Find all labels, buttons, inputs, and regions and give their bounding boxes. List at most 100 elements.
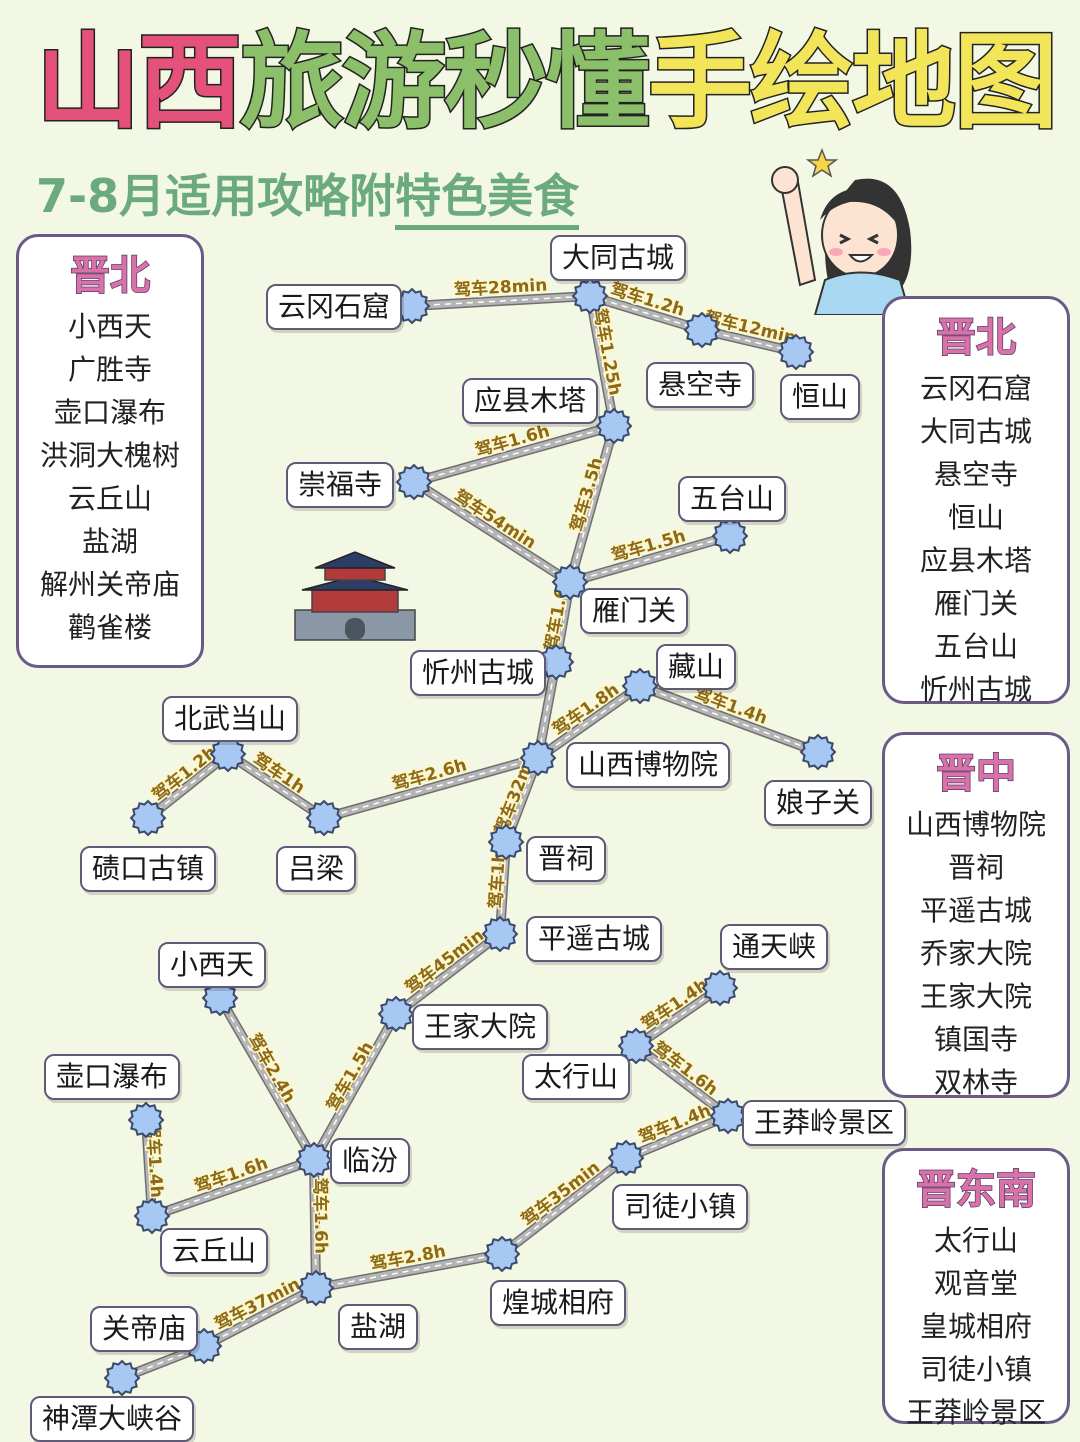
- legend-title: 晋北: [935, 314, 1017, 362]
- place-label-wangmang[interactable]: 王莽岭景区: [742, 1100, 907, 1146]
- subtitle: 7-8月适用攻略附特色美食: [36, 160, 580, 230]
- node-yanhu[interactable]: [297, 1269, 335, 1307]
- legend-item: 鹳雀楼: [67, 611, 152, 644]
- node-yunqiu[interactable]: [133, 1197, 171, 1235]
- route-museum-lvliang: [319, 753, 543, 823]
- place-label-pingyao[interactable]: 平遥古城: [526, 916, 663, 962]
- place-label-guandi[interactable]: 关帝庙: [90, 1306, 199, 1352]
- place-label-xinzhou[interactable]: 忻州古城: [410, 650, 547, 696]
- place-label-situ[interactable]: 司徒小镇: [612, 1184, 749, 1230]
- place-label-xiaoxitian[interactable]: 小西天: [158, 942, 267, 988]
- node-qikou[interactable]: [129, 799, 167, 837]
- place-label-linfen[interactable]: 临汾: [330, 1138, 411, 1184]
- node-cangshan[interactable]: [621, 667, 659, 705]
- legend-title: 晋东南: [915, 1166, 1037, 1214]
- node-yingxian[interactable]: [595, 407, 633, 445]
- node-niangzi[interactable]: [799, 733, 837, 771]
- route-taihang-wangmang: [631, 1041, 733, 1121]
- node-linfen[interactable]: [295, 1141, 333, 1179]
- place-label-hengshan[interactable]: 恒山: [780, 374, 861, 420]
- place-label-huangcheng[interactable]: 煌城相府: [490, 1280, 627, 1326]
- node-taihang[interactable]: [617, 1027, 655, 1065]
- title-part-map: 手绘地图: [647, 21, 1060, 144]
- route-xuankong-hengshan: [697, 325, 801, 357]
- place-label-yingxian[interactable]: 应县木塔: [462, 378, 599, 424]
- route-yanhu-guandi: [199, 1283, 321, 1351]
- route-museum-cangshan: [533, 681, 645, 763]
- legend-item: 王莽岭景区: [905, 1396, 1046, 1429]
- temple-illustration: [294, 551, 416, 641]
- route-xiaoxitian-linfen: [215, 993, 319, 1165]
- node-datong[interactable]: [571, 277, 609, 315]
- place-label-qikou[interactable]: 碛口古镇: [80, 846, 217, 892]
- place-label-yanhu[interactable]: 盐湖: [338, 1304, 419, 1350]
- legend-jinzhong: 晋中 山西博物院 晋祠 平遥古城 乔家大院 王家大院 镇国寺 双林寺: [882, 732, 1070, 1099]
- node-jinci[interactable]: [487, 823, 525, 861]
- place-label-beiwudang[interactable]: 北武当山: [162, 696, 299, 742]
- place-label-datong[interactable]: 大同古城: [550, 235, 687, 281]
- node-lvliang[interactable]: [305, 799, 343, 837]
- route-yingxian-chongfu: [409, 421, 619, 487]
- route-linfen-yunqiu: [147, 1155, 319, 1221]
- title-part-shanxi: 山西: [34, 21, 243, 144]
- place-label-yungang[interactable]: 云冈石窟: [266, 284, 403, 330]
- node-hengshan[interactable]: [777, 333, 815, 371]
- place-label-cangshan[interactable]: 藏山: [656, 644, 737, 690]
- route-situ-huangcheng: [497, 1153, 631, 1259]
- subtitle-highlight: 特色美食: [395, 169, 580, 230]
- node-yanmen[interactable]: [551, 563, 589, 601]
- legend-jinbei-south: 晋北 小西天 广胜寺 壶口瀑布 洪洞大槐树 云丘山 盐湖 解州关帝庙 鹳雀楼: [16, 234, 204, 668]
- place-label-taihang[interactable]: 太行山: [522, 1054, 631, 1100]
- place-label-xuankong[interactable]: 悬空寺: [646, 362, 755, 408]
- node-wangmang[interactable]: [709, 1097, 747, 1135]
- legend-item: 盐湖: [81, 525, 138, 558]
- node-hukou[interactable]: [127, 1101, 165, 1139]
- place-label-museum[interactable]: 山西博物院: [566, 742, 731, 788]
- node-pingyao[interactable]: [481, 915, 519, 953]
- legend-item: 雁门关: [933, 587, 1018, 620]
- place-label-wangjia[interactable]: 王家大院: [412, 1004, 549, 1050]
- legend-item: 太行山: [933, 1224, 1018, 1257]
- legend-item: 洪洞大槐树: [39, 439, 180, 472]
- route-xinzhou-museum: [533, 657, 561, 763]
- node-chongfu[interactable]: [395, 463, 433, 501]
- place-label-yanmen[interactable]: 雁门关: [580, 588, 689, 634]
- route-datong-yingxian: [585, 291, 619, 431]
- place-label-niangzi[interactable]: 娘子关: [764, 780, 873, 826]
- node-tongtian[interactable]: [701, 969, 739, 1007]
- route-qikou-beiwudang: [143, 749, 233, 823]
- node-shentan[interactable]: [103, 1359, 141, 1397]
- drive-time-label: 驾车45min: [401, 925, 488, 999]
- node-situ[interactable]: [607, 1139, 645, 1177]
- main-title: 山西旅游秒懂手绘地图: [34, 21, 1060, 144]
- legend-item: 山西博物院: [905, 808, 1046, 841]
- title-part-travel: 旅游秒懂: [239, 21, 652, 144]
- legend-item: 云冈石窟: [919, 372, 1032, 405]
- route-cangshan-niangzi: [635, 681, 823, 757]
- place-label-lvliang[interactable]: 吕梁: [276, 846, 357, 892]
- legend-item: 平遥古城: [919, 894, 1032, 927]
- route-yanhu-huangcheng: [311, 1249, 507, 1293]
- place-label-shentan[interactable]: 神潭大峡谷: [30, 1396, 195, 1442]
- legend-item: 王家大院: [919, 980, 1032, 1013]
- place-label-wutai[interactable]: 五台山: [678, 476, 787, 522]
- legend-item: 恒山: [947, 501, 1004, 534]
- legend-item: 应县木塔: [919, 544, 1032, 577]
- place-label-yunqiu[interactable]: 云丘山: [160, 1228, 269, 1274]
- place-label-hukou[interactable]: 壶口瀑布: [44, 1054, 181, 1100]
- node-wutai[interactable]: [711, 517, 749, 555]
- node-huangcheng[interactable]: [483, 1235, 521, 1273]
- route-datong-xuankong: [585, 291, 707, 335]
- place-label-chongfu[interactable]: 崇福寺: [286, 462, 395, 508]
- node-wangjia[interactable]: [377, 995, 415, 1033]
- place-label-jinci[interactable]: 晋祠: [526, 836, 607, 882]
- legend-item: 乔家大院: [919, 937, 1032, 970]
- legend-item: 观音堂: [933, 1267, 1018, 1300]
- place-label-tongtian[interactable]: 通天峡: [720, 924, 829, 970]
- route-wangjia-linfen: [309, 1009, 401, 1165]
- drive-time-label: 驾车35min: [517, 1157, 604, 1231]
- node-xuankong[interactable]: [683, 311, 721, 349]
- girl-illustration: [771, 147, 912, 315]
- legend-title: 晋中: [935, 750, 1017, 798]
- node-museum[interactable]: [519, 739, 557, 777]
